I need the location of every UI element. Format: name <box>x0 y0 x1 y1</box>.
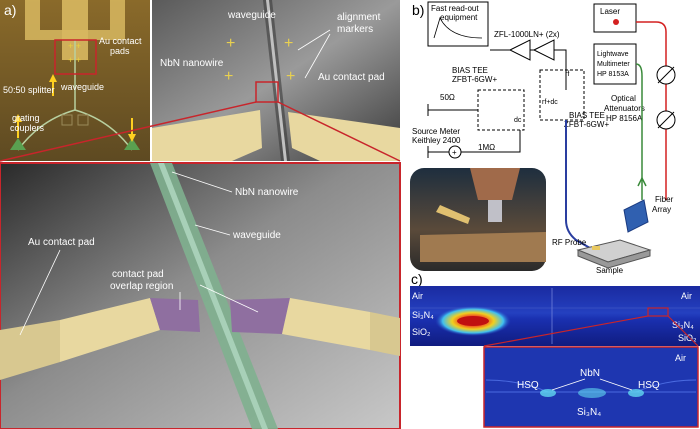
label-sem-au-pad: Au contact pad <box>28 237 95 248</box>
zoom-hsq-left-label: HSQ <box>517 380 539 391</box>
svg-text:+: + <box>286 68 295 85</box>
optical-micrograph: + + + + <box>0 0 150 161</box>
zoom-box <box>54 39 97 75</box>
svg-text:+: + <box>452 148 457 157</box>
label-zoom-waveguide: waveguide <box>227 10 276 21</box>
svg-text:+ +: + + <box>68 41 81 51</box>
resistor-1m-label: 1MΩ <box>478 143 495 152</box>
port-rf-label: rf <box>565 71 569 78</box>
multimeter-label-3: HP 8153A <box>597 71 629 78</box>
sio2-left-label: SiO₂ <box>412 327 431 337</box>
label-grating-2: couplers <box>10 123 45 133</box>
si3n4-right-label: Si₃N₄ <box>672 320 694 330</box>
svg-text:+: + <box>224 68 233 85</box>
fiber-array <box>623 199 649 233</box>
label-au-contact-pads-1: Au contact <box>99 36 142 46</box>
zoom-hsq-right-label: HSQ <box>638 380 660 391</box>
laser-box <box>593 3 637 33</box>
si3n4-left-label: Si₃N₄ <box>412 310 434 320</box>
readout-label-2: equipment <box>440 13 478 22</box>
zoom-nbn-label: NbN <box>580 368 600 379</box>
label-zoom-au-pad: Au contact pad <box>318 72 385 83</box>
return-fiber <box>635 63 643 200</box>
zoom-si3n4-label: Si₃N₄ <box>577 407 601 418</box>
laser-fiber <box>636 21 667 180</box>
panel-c-label: c) <box>411 271 423 287</box>
source-meter-label-2: Keithley 2400 <box>412 136 461 145</box>
amplifiers <box>490 39 567 90</box>
amp-label: ZFL-1000LN+ (2x) <box>494 30 560 39</box>
readout-box <box>427 1 489 47</box>
source-meter-label-1: Source Meter <box>412 127 460 136</box>
setup-photo <box>410 168 546 271</box>
zoom-air-label: Air <box>675 353 686 363</box>
attenuator-label-3: HP 8156A <box>606 114 643 123</box>
svg-text:+: + <box>226 35 235 52</box>
panel-a-label: a) <box>4 2 16 18</box>
bias-tee-1-label-2: ZFBT-6GW+ <box>452 75 497 84</box>
mode-zoom <box>483 346 699 428</box>
sample-label: Sample <box>596 266 624 275</box>
label-overlap-1: contact pad <box>112 269 164 280</box>
sio2-right-label: SiO₂ <box>678 333 697 343</box>
svg-text:+ +: + + <box>68 55 81 65</box>
laser-label: Laser <box>600 7 620 16</box>
air-right-label: Air <box>681 291 692 301</box>
label-sem-waveguide: waveguide <box>232 230 281 241</box>
resistor-50-label: 50Ω <box>440 93 455 102</box>
label-sem-nanowire: NbN nanowire <box>235 187 299 198</box>
label-alignment-1: alignment <box>337 12 381 23</box>
rf-cable <box>565 120 591 249</box>
fiber-array-label-2: Array <box>652 205 671 214</box>
label-zoom-nanowire: NbN nanowire <box>160 58 224 69</box>
zoom-box-2 <box>255 81 279 103</box>
multimeter-label-2: Multimeter <box>597 61 630 68</box>
bias-tee-2-label-1: BIAS TEE <box>569 111 605 120</box>
rf-probe-label: RF Probe <box>552 238 587 247</box>
attenuator-label-2: Attenuators <box>604 104 645 113</box>
fiber-array-label-1: Fiber <box>655 195 674 204</box>
readout-label-1: Fast read-out <box>431 4 479 13</box>
port-rf-dc-label: rf+dc <box>542 99 558 106</box>
svg-text:+: + <box>284 35 293 52</box>
label-grating-1: grating <box>12 113 40 123</box>
zoom-sem: + + + + <box>152 0 400 161</box>
label-alignment-2: markers <box>337 24 373 35</box>
bias-tee-2-label-2: ZFBT-6GW+ <box>564 120 609 129</box>
bias-tee-1-label-1: BIAS TEE <box>452 66 488 75</box>
label-overlap-2: overlap region <box>110 281 173 292</box>
large-sem <box>0 162 401 429</box>
multimeter-label-1: Lightwave <box>597 51 629 58</box>
mode-simulation <box>410 286 700 346</box>
port-dc-label: dc <box>514 117 522 124</box>
attenuator-label-1: Optical <box>611 94 636 103</box>
label-au-contact-pads-2: pads <box>110 46 130 56</box>
air-left-label: Air <box>412 291 423 301</box>
panel-b-label: b) <box>412 2 424 18</box>
label-inset-waveguide: waveguide <box>60 82 104 92</box>
label-splitter: 50:50 splitter <box>3 85 55 95</box>
